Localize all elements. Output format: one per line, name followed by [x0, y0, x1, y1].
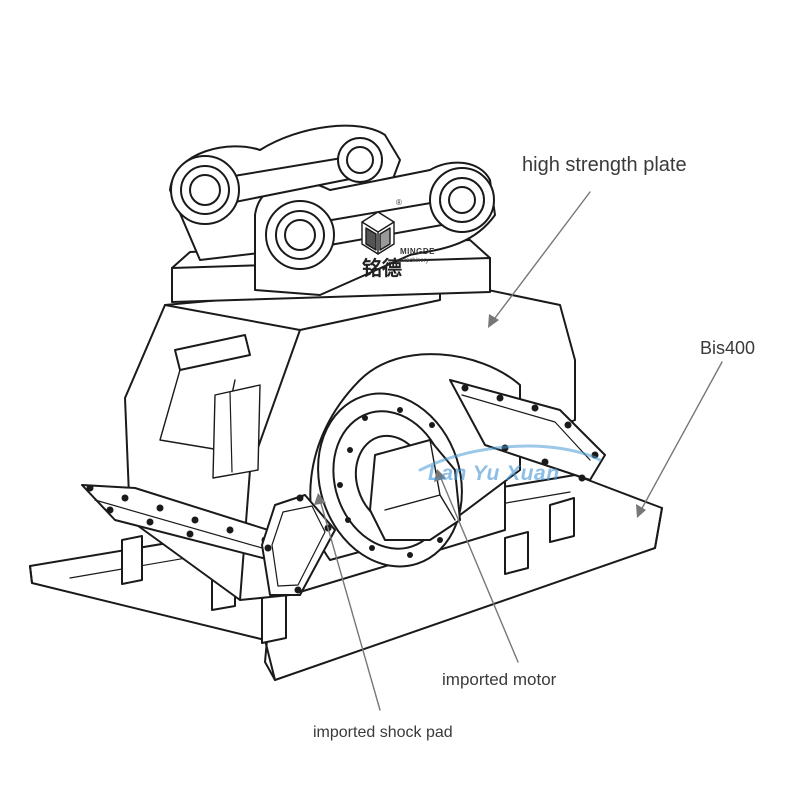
quick-coupler: [169, 124, 496, 303]
callout-imported-motor: imported motor: [442, 670, 557, 689]
logo-subtitle-text: Machinery: [401, 258, 429, 264]
logo-brand-text: MINGDE: [400, 247, 435, 256]
leader-shock-pad: [319, 499, 381, 711]
callout-bis400: Bis400: [700, 338, 756, 358]
shock-pad-right: [449, 379, 606, 482]
leader-arrowheads: [314, 314, 646, 518]
leader-motor: [439, 475, 519, 663]
shock-pad-front: [261, 494, 336, 596]
leader-bis400: [639, 361, 723, 513]
callout-high-strength-plate: high strength plate: [522, 154, 687, 176]
leader-lines: [319, 191, 723, 711]
watermark-swoosh: [418, 444, 602, 472]
watermark-text: Lan Yu Xuan: [428, 462, 560, 485]
callout-imported-shock-pad: imported shock pad: [313, 724, 453, 741]
registered-mark: ®: [396, 198, 402, 207]
motor: [369, 439, 461, 541]
logo-chinese-text: 铭德: [362, 258, 402, 280]
leader-plate: [491, 191, 591, 323]
mingde-logo: [361, 211, 395, 255]
